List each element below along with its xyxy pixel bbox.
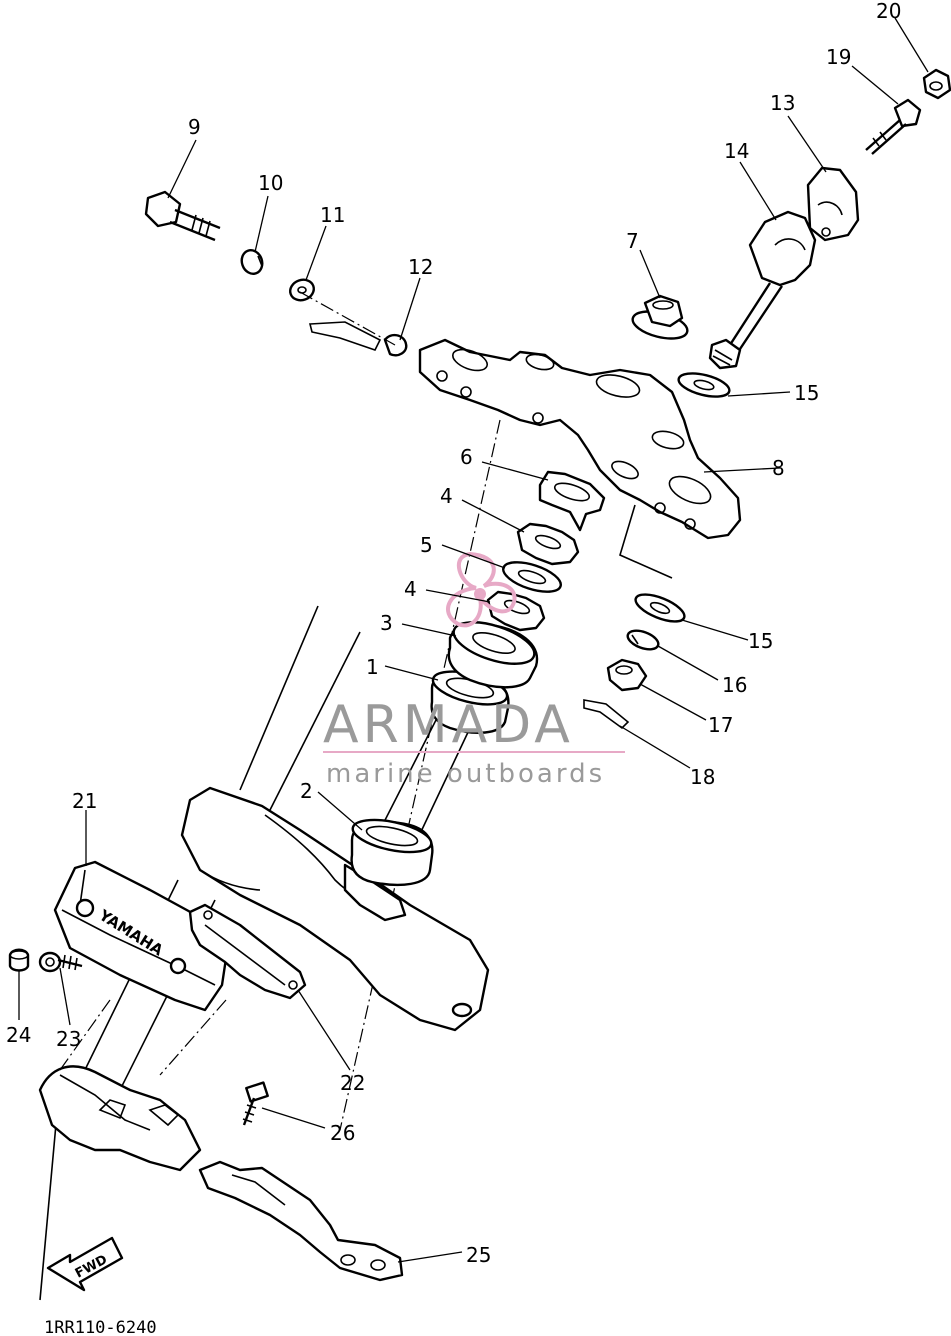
callout-25: 25 — [466, 1243, 491, 1267]
emblem-cover: YAMAHA — [53, 860, 230, 1012]
cable-guide-bracket — [198, 1160, 404, 1282]
bolt-26 — [242, 1081, 269, 1126]
leader-lines — [18, 17, 929, 1263]
callouts: 1 2 3 4 4 5 6 7 8 9 10 11 12 13 14 15 15… — [6, 0, 901, 1267]
callout-23: 23 — [56, 1027, 81, 1051]
callout-21: 21 — [72, 789, 97, 813]
callout-8: 8 — [772, 456, 785, 480]
callout-26: 26 — [330, 1121, 355, 1145]
callout-13: 13 — [770, 91, 795, 115]
spring-washer-10 — [240, 249, 264, 275]
lower-bracket — [180, 786, 490, 1032]
callout-3: 3 — [380, 611, 393, 635]
bolt-19 — [865, 98, 922, 155]
callout-19: 19 — [826, 45, 851, 69]
cable-band-18 — [583, 699, 630, 730]
callout-18: 18 — [690, 765, 715, 789]
callout-17: 17 — [708, 713, 733, 737]
callout-22: 22 — [340, 1071, 365, 1095]
callout-6: 6 — [460, 445, 473, 469]
nut-17 — [606, 658, 648, 692]
screw-23 — [38, 951, 83, 973]
spring-washer-16 — [626, 629, 660, 651]
callout-20: 20 — [876, 0, 901, 23]
callout-4a: 4 — [404, 577, 417, 601]
callout-15b: 15 — [748, 629, 773, 653]
frame-head — [38, 1065, 202, 1172]
callout-11: 11 — [320, 203, 345, 227]
emblem-bracket — [188, 903, 307, 1000]
lock-washer-6 — [538, 470, 606, 532]
watermark-brand: ARMADA — [323, 695, 574, 755]
ring-nut-lower — [486, 590, 546, 632]
assembly-lines — [59, 291, 673, 1076]
watermark-tagline: marine outboards — [326, 759, 605, 789]
callout-7: 7 — [626, 229, 639, 253]
callout-24: 24 — [6, 1023, 31, 1047]
callout-2: 2 — [300, 779, 313, 803]
clip-12 — [308, 321, 408, 357]
cap-24 — [8, 948, 30, 972]
nut-20 — [922, 68, 951, 100]
steering-stem — [339, 419, 501, 1131]
upper-bracket — [418, 338, 742, 540]
callout-16: 16 — [722, 673, 747, 697]
washer-15-upper — [677, 372, 731, 398]
stem-nut-7 — [631, 294, 689, 340]
diagram-code: 1RR110-6240 — [44, 1318, 157, 1336]
handlebar-holder-upper — [806, 166, 860, 242]
callout-12: 12 — [408, 255, 433, 279]
callout-5: 5 — [420, 533, 433, 557]
callout-14: 14 — [724, 139, 749, 163]
callout-1: 1 — [366, 655, 379, 679]
bearing-cover — [447, 621, 539, 689]
callout-15a: 15 — [794, 381, 819, 405]
watermark: ARMADA marine outboards — [323, 551, 625, 789]
lower-bearing — [350, 818, 434, 887]
callout-4b: 4 — [440, 484, 453, 508]
ring-nut-upper — [516, 522, 580, 566]
watermark-logo — [446, 551, 517, 628]
handlebar-holder-lower — [708, 210, 817, 370]
callout-9: 9 — [188, 115, 201, 139]
forward-arrow: FWD — [46, 1236, 124, 1292]
pinch-bolt-9 — [144, 190, 221, 242]
callout-10: 10 — [258, 171, 283, 195]
washer-11 — [289, 278, 315, 302]
washer-15-lower — [634, 593, 686, 623]
